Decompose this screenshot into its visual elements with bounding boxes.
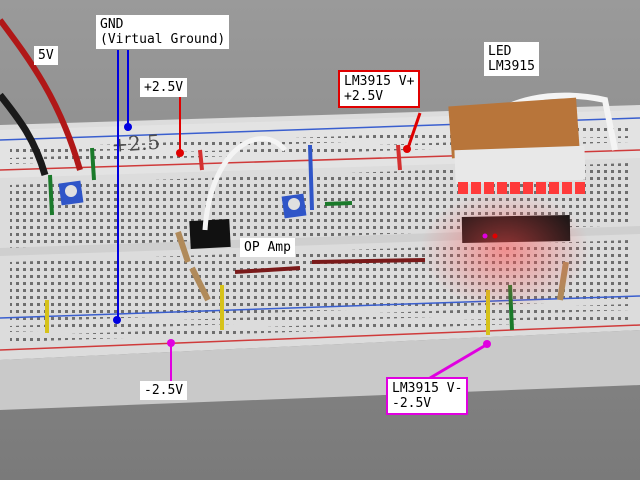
label-plus-2-5v: +2.5V	[140, 78, 188, 97]
label-lm3915-vplus-line1: LM3915 V+	[344, 74, 415, 89]
led-pcb	[448, 97, 580, 159]
white-wire-opamp	[202, 136, 287, 231]
long-red-jumper-1	[234, 266, 301, 274]
long-red-jumper-2	[311, 258, 426, 264]
red-jumper-2	[396, 144, 402, 171]
label-lm3915-vplus: LM3915 V++2.5V	[338, 70, 421, 108]
led-bar-segments	[458, 182, 585, 194]
red-jumper-1	[198, 149, 204, 171]
lmvplus-pointer-line	[406, 112, 422, 149]
handwritten-marking: +2.5	[111, 130, 161, 157]
red-led-glow	[420, 190, 590, 310]
blue-jumper	[308, 144, 314, 211]
red-power-lead	[0, 18, 83, 171]
green-jumper-1	[48, 174, 54, 216]
bottom-rail-holes-2	[10, 314, 630, 342]
label-plus-2-5v-text: +2.5V	[144, 80, 184, 95]
black-power-lead	[0, 92, 49, 176]
trimmer-pot-left-knob	[65, 185, 77, 197]
chip-marker-red	[492, 233, 498, 239]
lmvplus-pointer-dot	[403, 145, 411, 153]
gnd-pointer-dot-top	[124, 123, 132, 131]
label-5v-text: 5V	[38, 48, 54, 63]
resistor-2	[189, 266, 211, 302]
label-gnd-line2: (Virtual Ground)	[100, 32, 226, 47]
lmvminus-pointer-line	[429, 343, 487, 380]
label-lm3915-vminus: LM3915 V--2.5V	[386, 377, 469, 415]
label-gnd: GND(Virtual Ground)	[96, 15, 230, 49]
label-minus-2-5v-text: -2.5V	[144, 383, 184, 398]
label-led-line1: LED	[488, 44, 512, 59]
short-green-jumper	[324, 201, 353, 206]
gnd-pointer-dot-bottom	[113, 316, 121, 324]
label-gnd-line1: GND	[100, 17, 124, 32]
led-bar-housing	[454, 145, 586, 185]
label-lm3915-vminus-line1: LM3915 V-	[392, 381, 463, 396]
label-op-amp: OP Amp	[240, 238, 295, 257]
op-amp-chip	[189, 218, 231, 250]
resistor-1	[175, 231, 191, 263]
minus25-pointer-dot	[167, 339, 175, 347]
bottom-rail-holes-1	[10, 304, 630, 332]
lmvminus-pointer-dot	[483, 340, 491, 348]
label-op-amp-text: OP Amp	[244, 240, 291, 255]
label-minus-2-5v: -2.5V	[140, 381, 188, 400]
label-5v: 5V	[34, 46, 58, 65]
label-lm3915-vminus-line2: -2.5V	[392, 396, 432, 411]
label-led-line2: LM3915	[488, 59, 535, 74]
rail-line-red-bottom	[0, 324, 640, 351]
green-jumper-2	[90, 147, 96, 181]
label-lm3915-vplus-line2: +2.5V	[344, 89, 384, 104]
chip-marker-magenta	[482, 233, 488, 239]
plus25-pointer-dot	[176, 149, 184, 157]
trimmer-pot-right-knob	[288, 198, 300, 210]
